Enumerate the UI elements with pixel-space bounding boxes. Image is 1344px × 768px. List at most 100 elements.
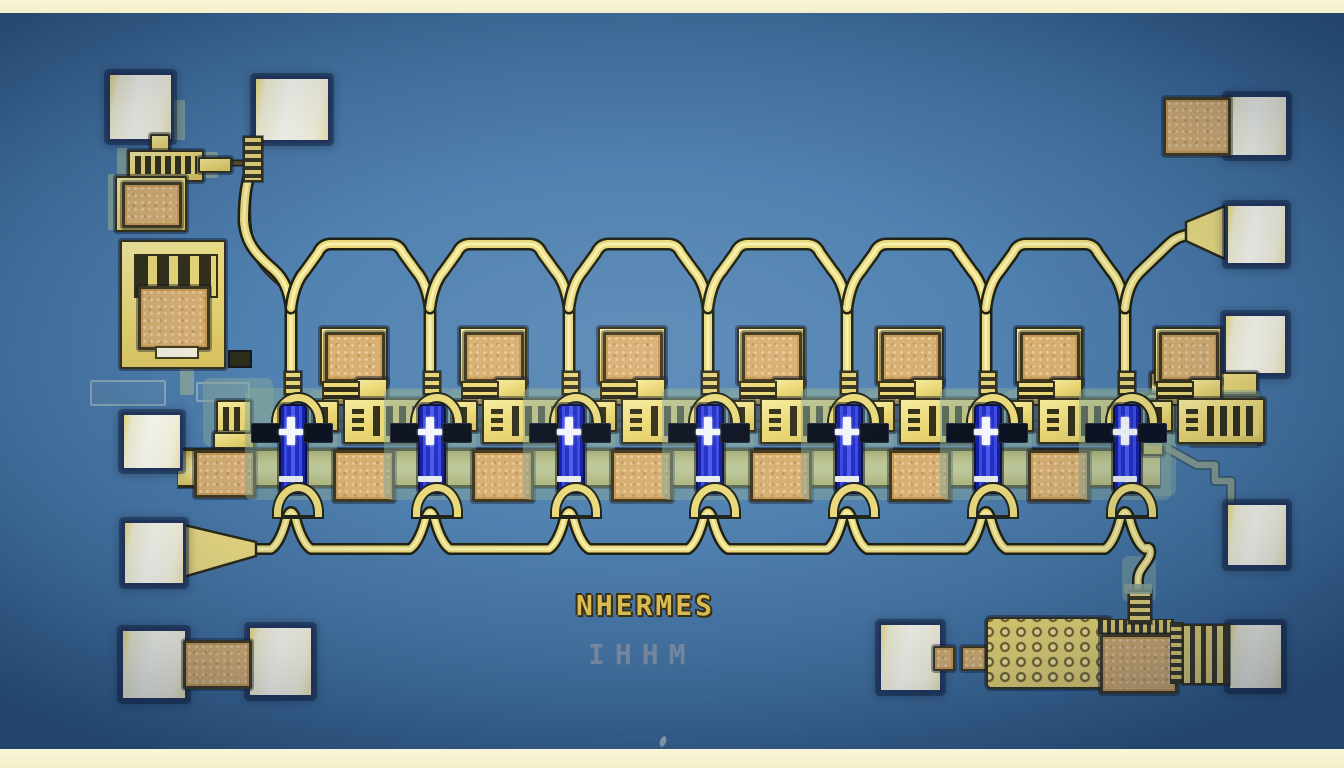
- source-band: [557, 476, 581, 482]
- source-band: [1113, 476, 1137, 482]
- slots: [223, 407, 243, 431]
- line-capacitor: [1028, 450, 1090, 502]
- photo-border-bottom: [0, 749, 1344, 768]
- alignment-cross: [696, 429, 720, 435]
- drain-line-out: [1123, 232, 1192, 310]
- source-band: [696, 476, 720, 482]
- gate-joint: [701, 371, 719, 395]
- gray-sleeve: [1124, 584, 1152, 594]
- pad-top-left-2: [253, 76, 331, 143]
- drain-line: [562, 237, 715, 315]
- pad-bottom-right-2: [1227, 622, 1284, 691]
- line-capacitor: [889, 450, 951, 502]
- mim-capacitor: [1020, 332, 1080, 382]
- bias-tap-trace: [1150, 437, 1235, 508]
- mim-capacitor: [325, 332, 385, 382]
- etch-mark: [90, 380, 166, 406]
- gate-contact: [1137, 423, 1167, 443]
- gain-stage: [779, 320, 987, 612]
- alignment-cross: [835, 429, 859, 435]
- pad-top-right: [1225, 94, 1289, 158]
- drain-line: [428, 242, 571, 310]
- drain-line: [984, 242, 1127, 310]
- source-band: [418, 476, 442, 482]
- gate-contact: [442, 423, 472, 443]
- comb-slots: [1207, 406, 1259, 436]
- gate-contact: [807, 423, 837, 443]
- pad-right-lower: [1225, 502, 1289, 568]
- drain-arch: [968, 394, 1018, 427]
- gain-stage: [918, 320, 1126, 612]
- block-capacitor: [138, 286, 210, 350]
- gate-contact: [390, 423, 420, 443]
- slot: [460, 407, 467, 423]
- comb-mark: [630, 409, 642, 431]
- line-capacitor: [472, 450, 534, 502]
- comb-mark: [1047, 409, 1059, 431]
- slot: [877, 407, 884, 423]
- gate-contact: [251, 423, 281, 443]
- gate-contact: [720, 423, 750, 443]
- drain-line: [840, 237, 993, 315]
- comb-mark: [769, 409, 781, 431]
- source-band: [279, 476, 303, 482]
- gate-contact: [998, 423, 1028, 443]
- thin-film-resistor: [1163, 97, 1231, 156]
- slot: [1016, 407, 1023, 423]
- pad-top-left-1: [107, 72, 174, 142]
- source-arch: [969, 484, 1017, 517]
- drain-line: [284, 237, 437, 315]
- alignment-cross: [557, 429, 581, 435]
- pad-rf-output: [1225, 203, 1288, 266]
- contact-nub: [933, 646, 955, 671]
- gain-stage: [640, 320, 848, 612]
- gate-joint: [979, 371, 997, 395]
- test-resistor: [183, 640, 252, 689]
- line-capacitor: [333, 450, 395, 502]
- pad-bottom-left-2: [247, 625, 314, 698]
- gate-line: [253, 510, 1152, 596]
- photo-border-top: [0, 0, 1344, 13]
- gate-joint: [284, 371, 302, 395]
- decoupling-block: [120, 240, 226, 369]
- drain-line: [845, 242, 988, 310]
- pad-bottom-left-1: [120, 628, 188, 701]
- drain-line: [567, 242, 710, 310]
- alignment-cross: [418, 429, 442, 435]
- drain-line-start: [242, 174, 293, 310]
- gray-stub: [180, 363, 194, 395]
- via-array-block: [986, 617, 1112, 689]
- drain-line: [289, 242, 432, 310]
- gray-tab: [108, 174, 116, 230]
- mim-capacitor: [1159, 332, 1219, 382]
- slot: [599, 407, 606, 423]
- slot: [738, 407, 745, 423]
- die-marking-secondary: IHHM: [588, 638, 696, 671]
- output-taper: [1184, 204, 1227, 261]
- alignment-cross: [279, 429, 303, 435]
- gate-contact: [946, 423, 976, 443]
- comb-slots: [135, 156, 197, 174]
- drain-line: [979, 237, 1132, 315]
- alignment-cross: [974, 429, 998, 435]
- source-band: [974, 476, 998, 482]
- source-arch: [552, 484, 600, 517]
- gain-stage: [362, 320, 570, 612]
- via-ladder: [243, 136, 263, 182]
- drain-line: [423, 237, 576, 315]
- stripe-section: [1182, 624, 1230, 685]
- gain-stage: [223, 320, 431, 612]
- drain-arch: [273, 394, 323, 427]
- comb-mark: [491, 409, 503, 431]
- gate-joint: [1118, 371, 1136, 395]
- pad-right-mid: [1223, 313, 1288, 376]
- comb-mark: [908, 409, 920, 431]
- line-capacitor: [750, 450, 812, 502]
- gate-contact: [303, 423, 333, 443]
- comb-mark: [352, 409, 364, 431]
- gate-joint: [840, 371, 858, 395]
- mim-capacitor: [881, 332, 941, 382]
- contact-nub: [961, 646, 987, 671]
- source-arch: [1108, 484, 1156, 517]
- gate-joint: [423, 371, 441, 395]
